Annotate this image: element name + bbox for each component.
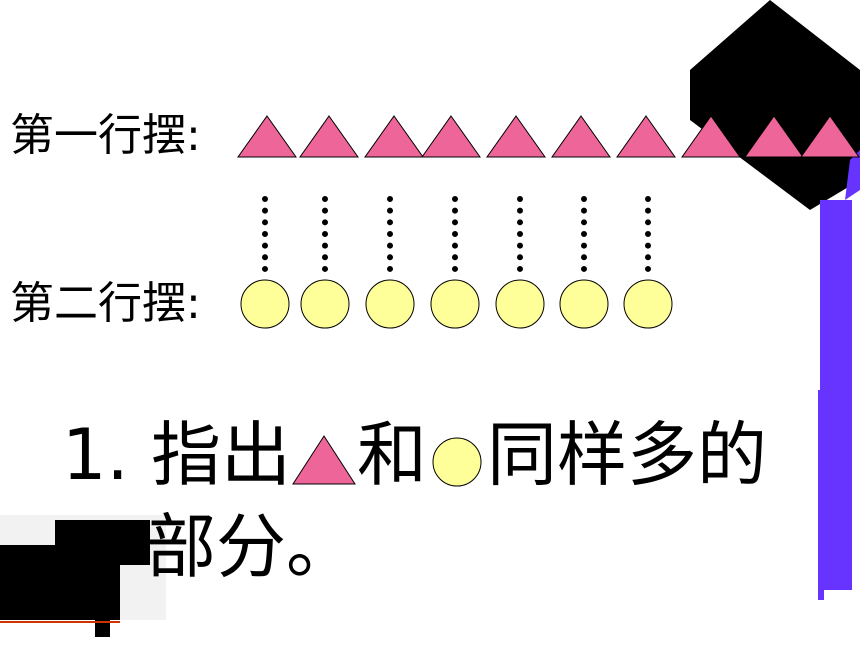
triangle-row xyxy=(237,115,860,158)
dotted-connector xyxy=(581,196,587,272)
dotted-connector xyxy=(322,196,328,272)
yellow-circle xyxy=(240,279,290,329)
black-stem xyxy=(95,615,110,637)
purple-bar xyxy=(820,200,852,590)
question-line-1: 1. 指出和同样多的 xyxy=(62,420,767,490)
yellow-circle xyxy=(300,279,350,329)
black-block xyxy=(60,565,120,620)
dotted-connector xyxy=(387,196,393,272)
yellow-circle xyxy=(559,279,609,329)
pink-triangle xyxy=(800,115,860,158)
bottom-left-decoration xyxy=(0,515,166,637)
pink-triangle xyxy=(421,115,481,158)
pink-triangle xyxy=(299,115,359,158)
dotted-connector xyxy=(645,196,651,272)
pink-triangle xyxy=(744,115,804,158)
pink-triangle xyxy=(364,115,424,158)
row2-label: 第二行摆: xyxy=(10,278,201,329)
dotted-connector xyxy=(517,196,523,272)
pink-triangle xyxy=(681,115,741,158)
yellow-circle xyxy=(623,279,673,329)
question-line-2: 部分。 xyxy=(146,506,356,588)
row1-label: 第一行摆: xyxy=(10,110,201,161)
circle-icon xyxy=(432,437,482,487)
purple-bar-edge xyxy=(818,390,824,600)
yellow-circle xyxy=(495,279,545,329)
pink-triangle xyxy=(616,115,676,158)
pink-triangle xyxy=(551,115,611,158)
yellow-circle xyxy=(365,279,415,329)
question-prefix: 1. 指出 xyxy=(62,414,292,496)
question-middle: 和 xyxy=(357,414,428,496)
triangle-icon xyxy=(292,435,356,485)
circle-row xyxy=(240,279,673,329)
dotted-connector xyxy=(452,196,458,272)
question-suffix: 同样多的 xyxy=(487,414,768,496)
dotted-connector xyxy=(262,196,268,272)
pink-triangle xyxy=(237,115,297,158)
purple-sliver xyxy=(845,150,860,200)
black-block xyxy=(55,520,150,565)
yellow-circle xyxy=(430,279,480,329)
pink-triangle xyxy=(486,115,546,158)
